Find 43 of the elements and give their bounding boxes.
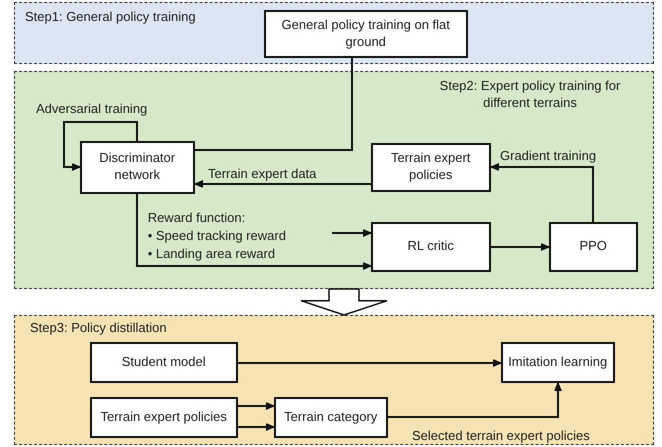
block-arrow (300, 288, 388, 316)
box-label: PPO (579, 238, 607, 256)
reward-text: Reward function: (148, 208, 246, 227)
panel-heading: Step2: Expert policy training for different terrains (438, 78, 622, 112)
reward-text: • Landing area reward (148, 244, 276, 263)
panel-heading: Step1: General policy training (25, 9, 196, 26)
arrow (388, 382, 562, 418)
box-label: RL critic (407, 238, 454, 256)
box-label: Imitation learning (508, 354, 608, 371)
process-box (80, 140, 195, 194)
arrow (490, 163, 594, 222)
edge-label: Selected terrain expert policies (412, 428, 590, 444)
process-box (370, 142, 491, 192)
arrow (63, 121, 138, 171)
arrow (238, 402, 274, 410)
process-box (274, 396, 388, 438)
process-box (370, 222, 491, 272)
arrow (238, 359, 502, 367)
process-box (500, 342, 615, 383)
connector-line (195, 58, 353, 151)
process-box (90, 396, 238, 438)
box-label: Terrain expert policies (390, 150, 472, 184)
process-box (90, 342, 238, 383)
arrow (194, 180, 371, 188)
arrow (332, 229, 372, 237)
box-label: Terrain expert policies (100, 408, 227, 426)
step-panel (14, 2, 654, 64)
box-label: Terrain category (284, 408, 378, 426)
reward-text: • Speed tracking reward (148, 226, 287, 245)
arrow (491, 243, 550, 251)
edge-label: Gradient training (500, 148, 596, 164)
arrow (136, 194, 372, 270)
step-panel (14, 315, 654, 445)
box-label: Discriminator network (98, 150, 176, 184)
panel-heading: Step3: Policy distillation (30, 320, 167, 337)
step-panel (14, 71, 654, 289)
edge-label: Terrain expert data (208, 166, 316, 182)
arrow (238, 423, 274, 431)
box-label: General policy training on flat ground (280, 16, 451, 51)
edge-label: Adversarial training (36, 101, 148, 117)
process-box (548, 222, 638, 272)
process-box (264, 10, 468, 58)
box-label: Student model (122, 354, 206, 371)
